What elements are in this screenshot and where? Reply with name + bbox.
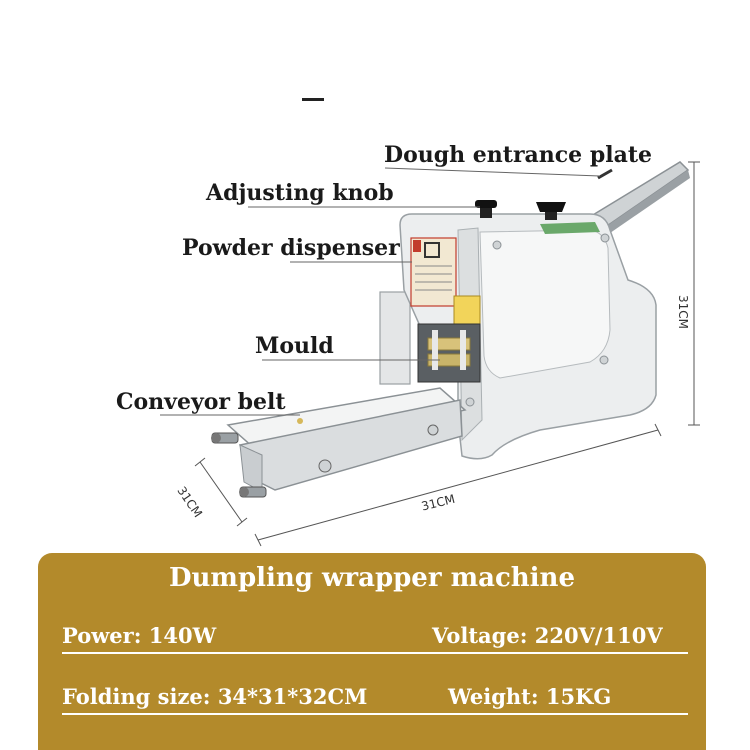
callout-adjusting-knob: Adjusting knob xyxy=(206,180,394,206)
dimension-lines xyxy=(194,161,700,547)
leader-line-plate xyxy=(384,167,601,177)
adjusting-knob xyxy=(475,200,566,220)
mould xyxy=(417,323,481,383)
product-title: Dumpling wrapper machine xyxy=(168,563,576,593)
machine-body xyxy=(399,213,657,460)
dimension-height-label: 31CM xyxy=(676,295,690,330)
conveyor-belt xyxy=(211,387,467,498)
spec-voltage: Voltage: 220V/110V xyxy=(432,623,663,648)
back-panel xyxy=(379,291,411,385)
spec-divider-1 xyxy=(62,652,688,654)
dumpling-machine-drawing xyxy=(160,98,700,547)
spec-power: Power: 140W xyxy=(62,623,217,648)
callout-mould: Mould xyxy=(255,333,334,359)
spec-folding-size: Folding size: 34*31*32CM xyxy=(62,684,368,709)
spec-panel: Dumpling wrapper machine Power: 140W Vol… xyxy=(38,553,706,750)
callout-powder-dispenser: Powder dispenser xyxy=(182,235,400,261)
callout-conveyor-belt: Conveyor belt xyxy=(116,389,286,415)
artifact-mark xyxy=(302,98,324,101)
callout-dough-entrance-plate: Dough entrance plate xyxy=(384,142,652,168)
spec-divider-2 xyxy=(62,713,688,715)
spec-weight: Weight: 15KG xyxy=(448,684,612,709)
product-illustration: Dough entrance plate Adjusting knob Powd… xyxy=(116,98,700,547)
